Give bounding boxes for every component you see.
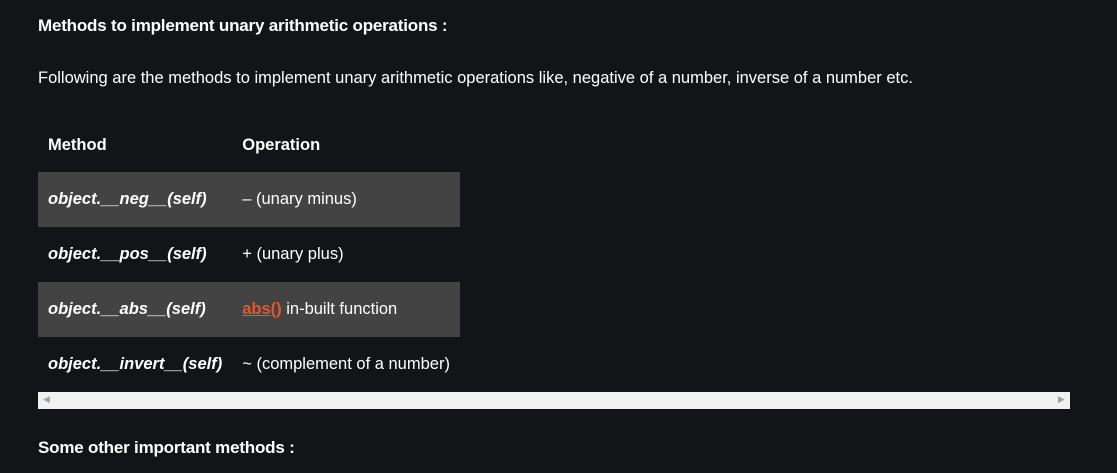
operation-cell: – (unary minus) bbox=[232, 172, 460, 227]
table-row: object.__invert__(self) ~ (complement of… bbox=[38, 337, 460, 392]
table-row: object.__abs__(self) abs() in-built func… bbox=[38, 282, 460, 337]
table-header-row: Method Operation bbox=[38, 118, 460, 172]
operation-cell: ~ (complement of a number) bbox=[242, 355, 450, 373]
scroll-left-icon[interactable]: ◀ bbox=[43, 395, 50, 405]
method-cell: object.__neg__(self) bbox=[38, 172, 233, 227]
header-operation: Operation bbox=[242, 135, 321, 154]
header-method: Method bbox=[48, 135, 107, 154]
table-row: object.__pos__(self) + (unary plus) bbox=[38, 227, 460, 282]
method-cell: object.__pos__(self) bbox=[48, 245, 207, 263]
operation-cell: + (unary plus) bbox=[242, 245, 344, 263]
intro-paragraph: Following are the methods to implement u… bbox=[38, 69, 913, 87]
horizontal-scrollbar[interactable]: ◀ ▶ bbox=[38, 392, 1070, 409]
methods-table: Method Operation object.__neg__(self) – … bbox=[38, 118, 460, 392]
method-cell: object.__invert__(self) bbox=[48, 355, 223, 373]
table-scroll-container: Method Operation object.__neg__(self) – … bbox=[38, 118, 1070, 392]
abs-link[interactable]: abs() bbox=[242, 300, 282, 318]
operation-text: in-built function bbox=[281, 300, 398, 318]
scroll-right-icon[interactable]: ▶ bbox=[1058, 395, 1065, 405]
table-row: object.__neg__(self) – (unary minus) bbox=[38, 172, 460, 227]
operation-cell: abs() in-built function bbox=[232, 282, 460, 337]
section-heading-other-methods: Some other important methods : bbox=[38, 438, 295, 457]
section-heading: Methods to implement unary arithmetic op… bbox=[38, 16, 448, 35]
method-cell: object.__abs__(self) bbox=[38, 282, 233, 337]
